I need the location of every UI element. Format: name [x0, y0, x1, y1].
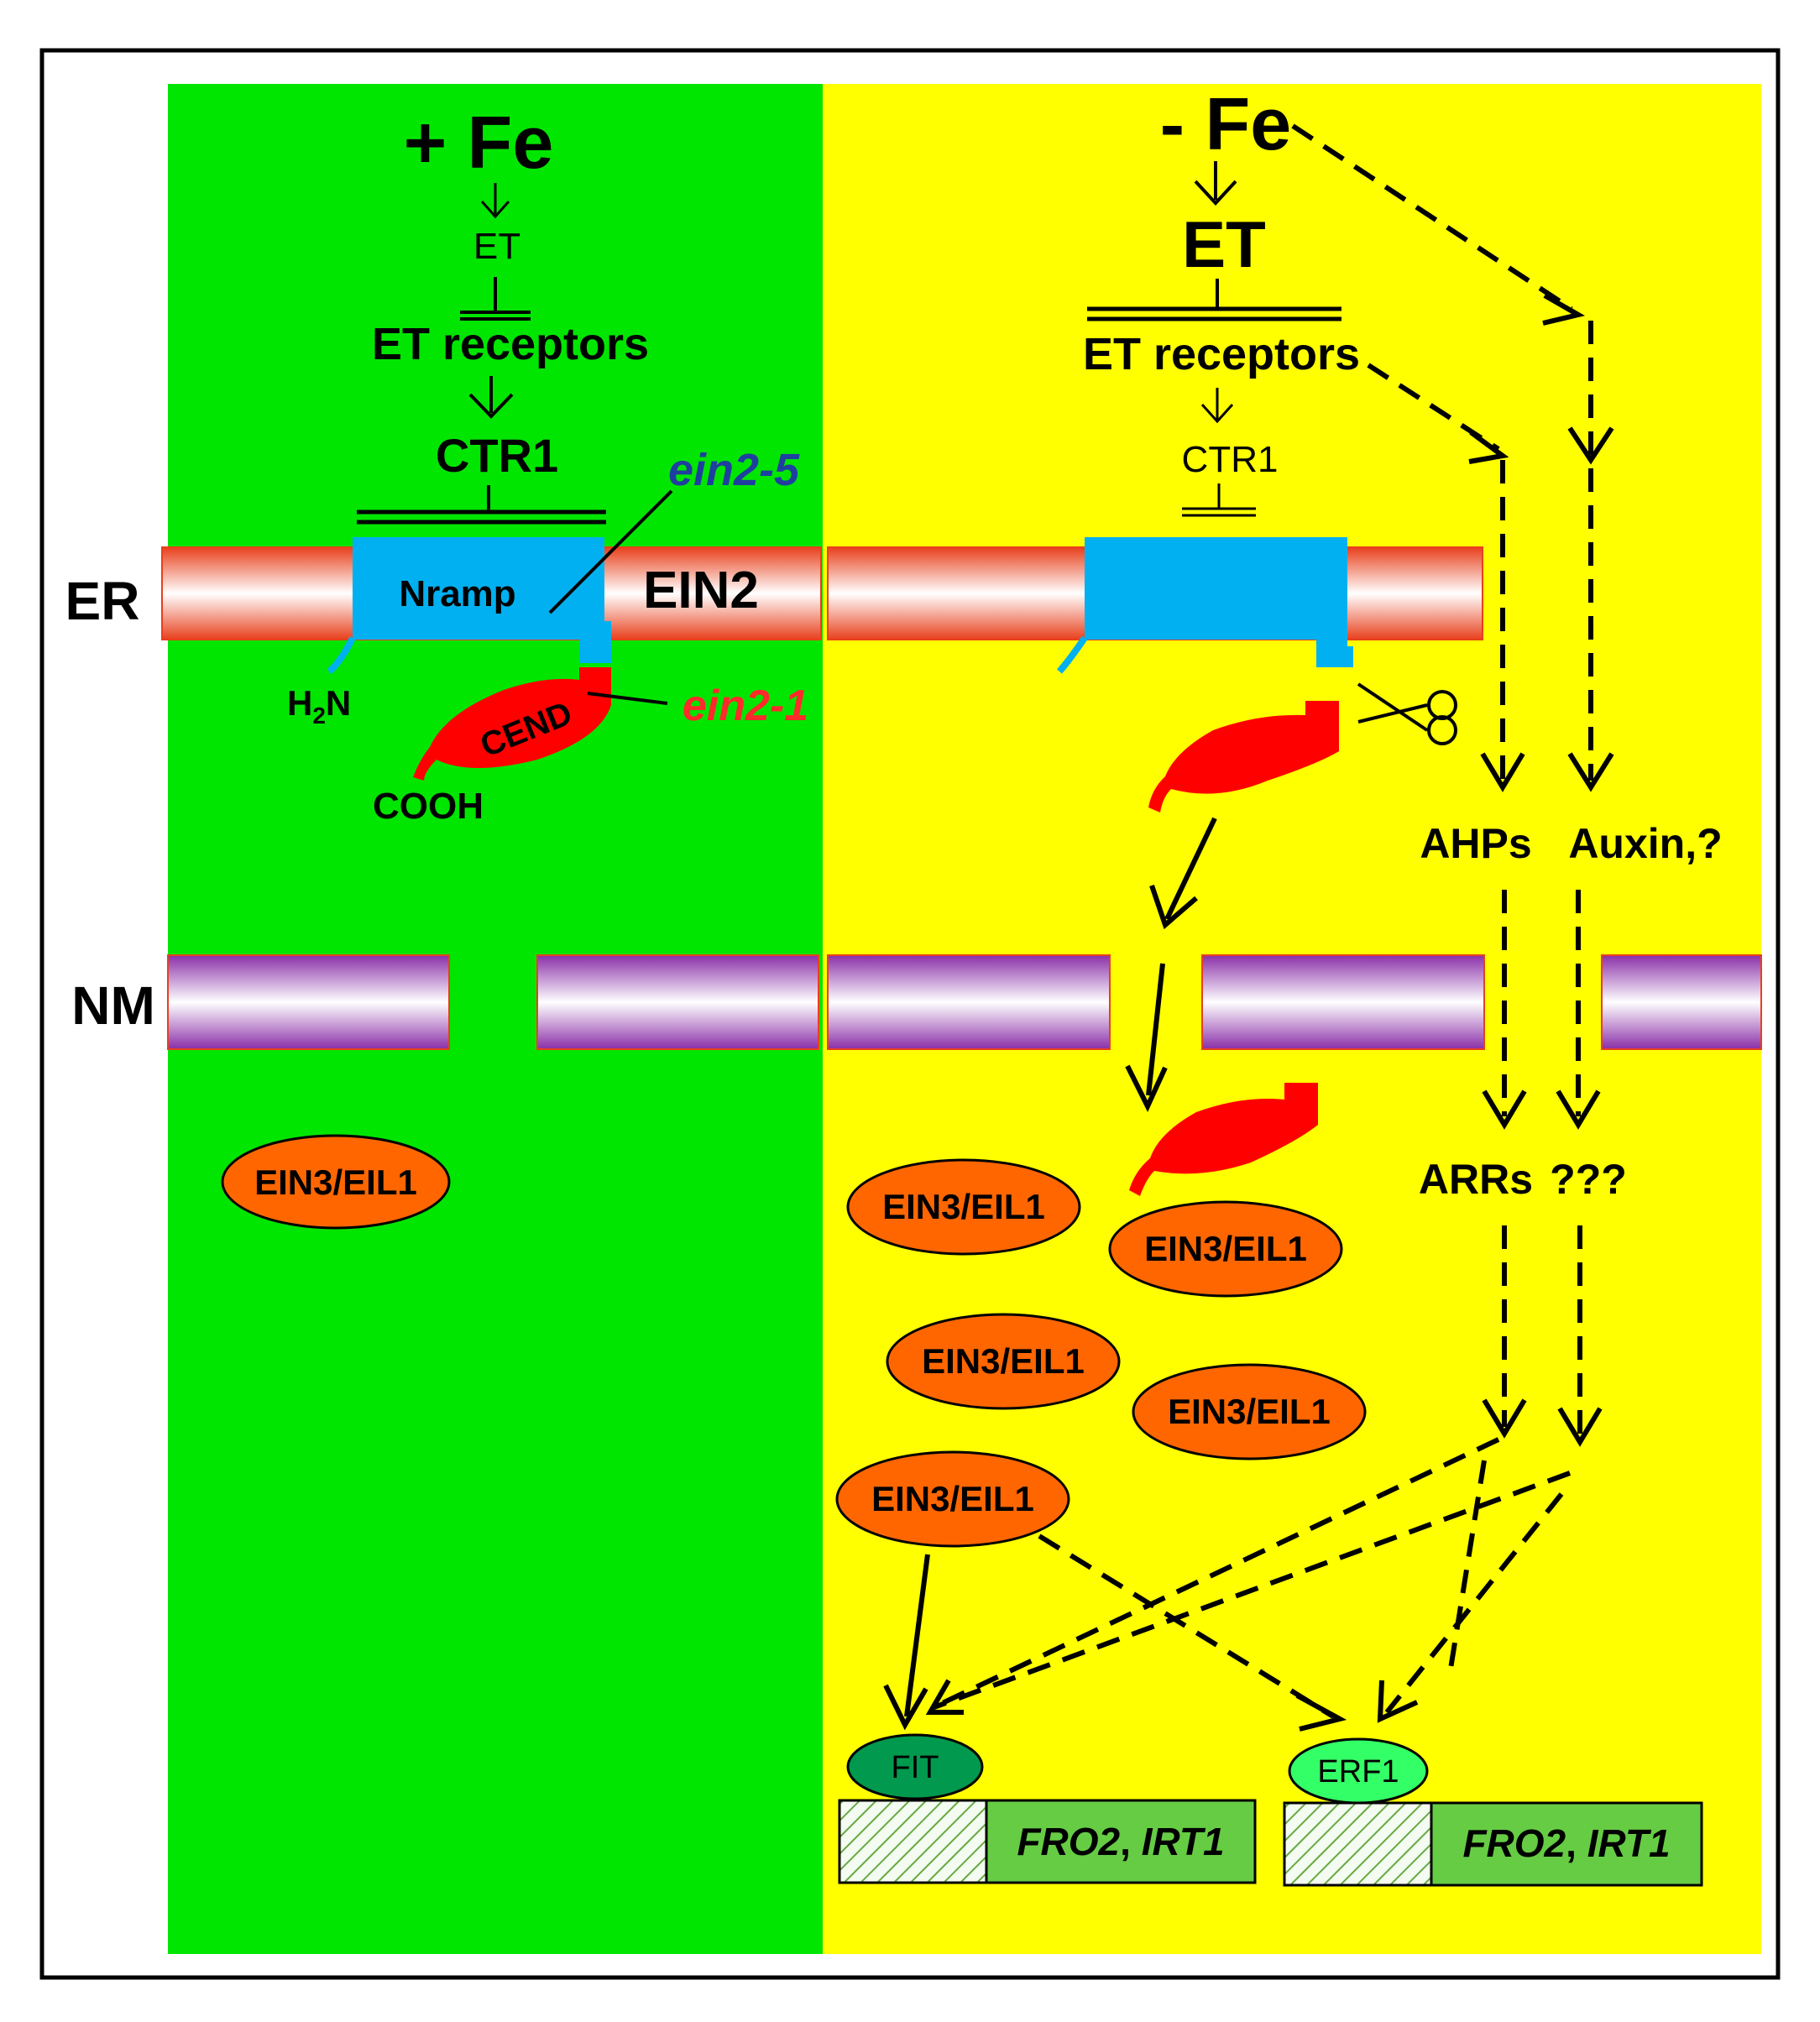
nm-membrane-segment-1 — [167, 954, 450, 1050]
ein2-5-label: ein2-5 — [668, 445, 800, 495]
receptors-to-ctr1-arrowhead — [468, 393, 514, 419]
h2n-label: H2N — [287, 683, 351, 729]
ein3-eil1-left-label: EIN3/EIL1 — [254, 1163, 417, 1202]
ein2-label: EIN2 — [643, 562, 759, 619]
nramp-label: Nramp — [399, 573, 515, 614]
cend-domain-left — [413, 667, 611, 781]
ctr1-label-right: CTR1 — [1182, 439, 1279, 480]
ein3-eil1-right-1-label: EIN3/EIL1 — [882, 1187, 1045, 1226]
nm-side-label: NM — [71, 975, 155, 1036]
arrs-label: ARRs — [1419, 1156, 1533, 1203]
cend-nuclear-entry-arrowhead — [1125, 1064, 1168, 1112]
erf1-label: ERF1 — [1317, 1754, 1399, 1789]
ein3-eil1-right-3-label: EIN3/EIL1 — [922, 1341, 1085, 1381]
cend-nuclear-entry-arrow — [1146, 963, 1165, 1096]
ein3-eil1-right-1 — [846, 1158, 1081, 1256]
ein3-eil1-right-2 — [1108, 1200, 1343, 1298]
dashed-pathway-lines — [930, 123, 1593, 1719]
scissors-icon — [1357, 682, 1457, 745]
ein2-1-pointer-line — [587, 692, 668, 705]
nm-membrane-segment-4 — [1201, 954, 1485, 1050]
nm-membrane-segment-3 — [827, 954, 1111, 1050]
fit-label: FIT — [892, 1750, 939, 1785]
cend-to-nucleus-arrowhead — [1149, 885, 1198, 930]
n-terminus-tail-left — [327, 636, 356, 675]
nm-membrane-segment-5 — [1601, 954, 1762, 1050]
gene-label-2: FRO2, IRT1 — [1462, 1821, 1670, 1865]
gene-box-2 — [1430, 1801, 1703, 1887]
cend-to-nucleus-arrow — [1164, 817, 1217, 921]
fit-transcription-factor — [846, 1733, 984, 1800]
gene-box-1 — [985, 1799, 1257, 1884]
gene-label-1: FRO2, IRT1 — [1017, 1820, 1224, 1863]
n-terminus-tail-right — [1056, 635, 1088, 674]
minus-fe-label: - Fe — [1160, 82, 1291, 165]
ahps-label: AHPs — [1420, 820, 1531, 867]
promoter-region-2 — [1283, 1801, 1433, 1887]
fe-to-et-arrowhead-right — [1194, 180, 1237, 206]
et-receptors-label-left: ET receptors — [372, 319, 649, 369]
et-label-left: ET — [473, 226, 520, 267]
cleaved-cend-cytoplasm — [1148, 701, 1339, 812]
ctr1-label-left: CTR1 — [436, 429, 558, 482]
ein3-eil1-right-5 — [835, 1450, 1070, 1548]
receptors-to-ctr1-arrowhead-right — [1200, 403, 1234, 424]
et-receptors-label-right: ET receptors — [1083, 329, 1360, 379]
plus-fe-label: + Fe — [404, 101, 554, 184]
ein3-eil1-right-5-label: EIN3/EIL1 — [871, 1479, 1034, 1518]
fe-to-et-arrowhead — [480, 201, 510, 219]
ein3-to-fit-arrowhead — [883, 1684, 928, 1731]
ein2-5-pointer-line — [548, 489, 673, 614]
ein3-eil1-left — [221, 1134, 451, 1230]
ein3-to-fit-arrow — [904, 1554, 930, 1717]
ein3-eil1-right-4-label: EIN3/EIL1 — [1168, 1392, 1331, 1431]
nm-membrane-segment-2 — [536, 954, 819, 1050]
cooh-label: COOH — [373, 786, 484, 827]
unknown-factors-label: ??? — [1550, 1156, 1627, 1203]
et-label-right: ET — [1182, 207, 1266, 281]
ein2-1-label: ein2-1 — [682, 682, 808, 730]
er-side-label: ER — [65, 571, 140, 631]
nramp-domain-left — [353, 537, 611, 663]
ein3-eil1-right-2-label: EIN3/EIL1 — [1144, 1229, 1307, 1268]
cleaved-cend-nucleus — [1129, 1083, 1318, 1196]
nramp-domain-right — [1085, 537, 1353, 667]
dashed-pathway-arrowheads — [925, 293, 1614, 1732]
promoter-region-1 — [838, 1799, 988, 1884]
auxin-label: Auxin,? — [1568, 820, 1722, 867]
ein3-eil1-right-4 — [1132, 1363, 1367, 1460]
ein3-eil1-right-3 — [886, 1313, 1121, 1410]
